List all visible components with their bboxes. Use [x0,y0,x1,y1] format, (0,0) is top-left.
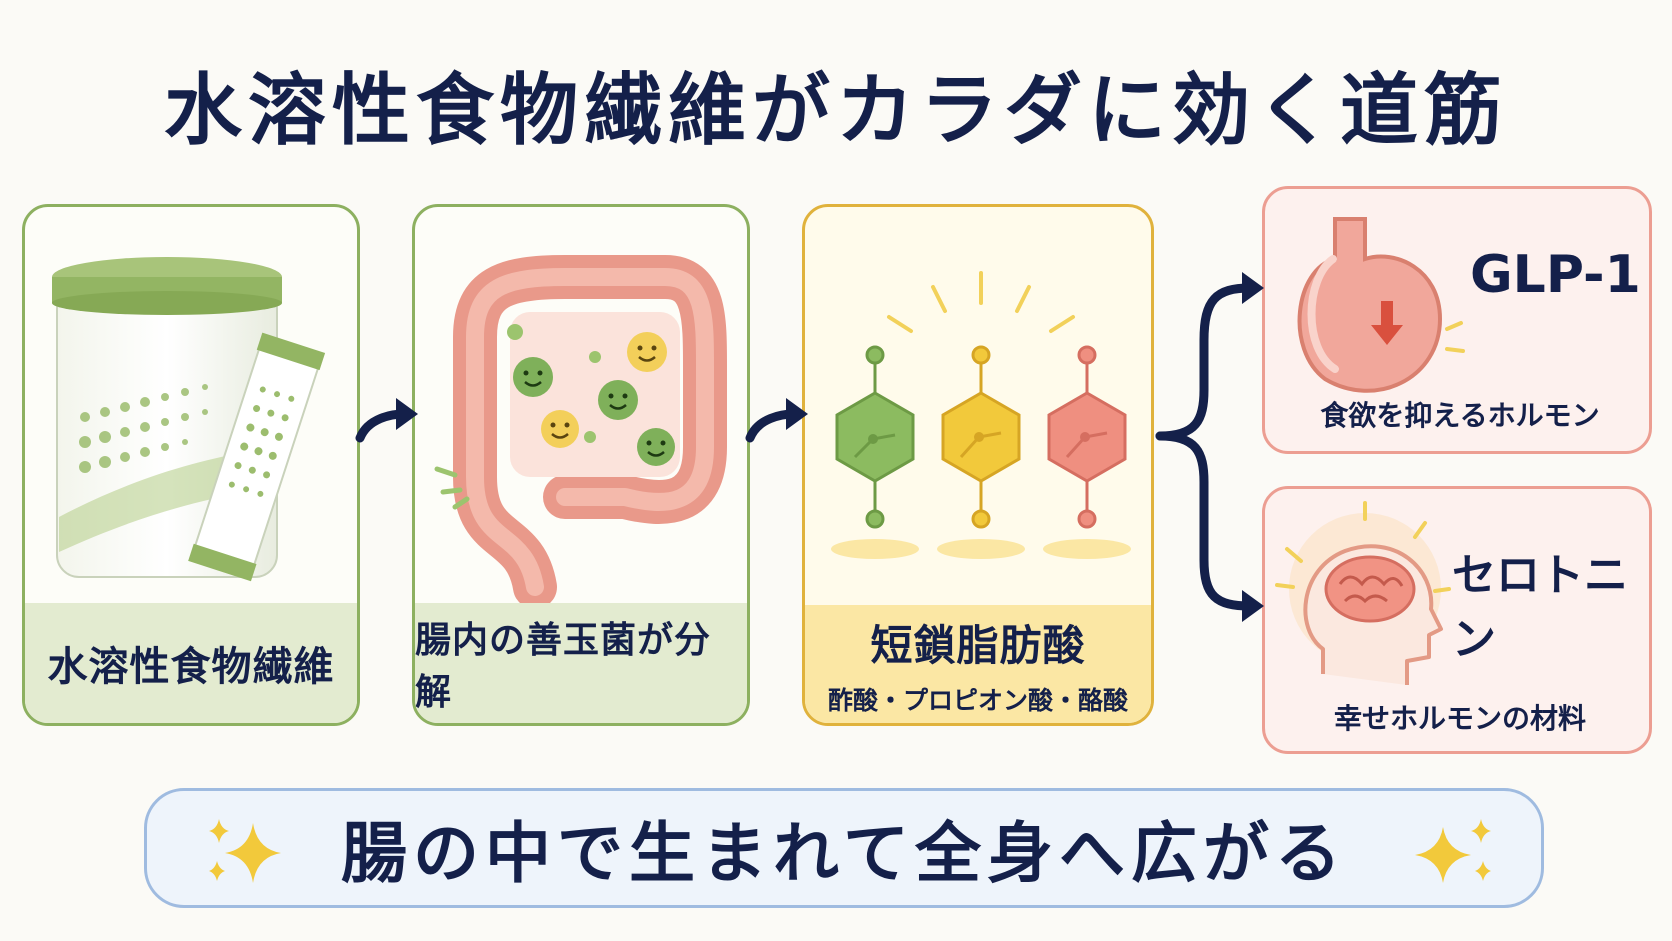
good-bacteria-icon [507,324,675,466]
scfa-label: 短鎖脂肪酸 [870,620,1086,670]
fiber-card: 水溶性食物繊維 [22,204,360,726]
page-title: 水溶性食物繊維がカラダに効く道筋 [163,66,1508,156]
summary-banner-text: 腸の中で生まれて全身へ広がる [340,815,1348,892]
serotonin-caption: 幸せホルモンの材料 [1333,702,1586,735]
scfa-sublabel: 酢酸・プロピオン酸・酪酸 [827,685,1128,715]
scfa-card: 短鎖脂肪酸 酢酸・プロピオン酸・酪酸 [802,204,1154,726]
stomach-icon [1297,217,1465,393]
brain-head-icon [1275,501,1451,685]
scfa-label-band: 短鎖脂肪酸 酢酸・プロピオン酸・酪酸 [805,605,1151,723]
intestine-icon [434,255,727,607]
molecule-icon [831,271,1131,559]
summary-banner: 腸の中で生まれて全身へ広がる [144,788,1544,908]
fiber-label: 水溶性食物繊維 [47,644,335,690]
fiber-container-icon [52,257,326,582]
gut-bacteria-label: 腸内の善玉菌が分解 [415,620,712,713]
arrow-to-serotonin [1155,431,1255,611]
glp1-card: GLP-1 食欲を抑えるホルモン [1262,186,1652,454]
glp1-name: GLP-1 [1470,245,1641,305]
arrow-fiber-to-gut [355,409,409,443]
sparkle-icon-left [209,819,281,883]
glp1-caption: 食欲を抑えるホルモン [1320,399,1600,432]
arrow-to-glp1 [1155,283,1255,441]
serotonin-card: セロトニン 幸せホルモンの材料 [1262,486,1652,754]
gut-bacteria-label-band: 腸内の善玉菌が分解 [415,603,747,723]
fiber-label-band: 水溶性食物繊維 [25,603,357,723]
sparkle-icon-right [1415,819,1491,883]
gut-bacteria-card: 腸内の善玉菌が分解 [412,204,750,726]
arrow-gut-to-scfa [745,409,799,443]
serotonin-name: セロトニン [1452,550,1628,665]
